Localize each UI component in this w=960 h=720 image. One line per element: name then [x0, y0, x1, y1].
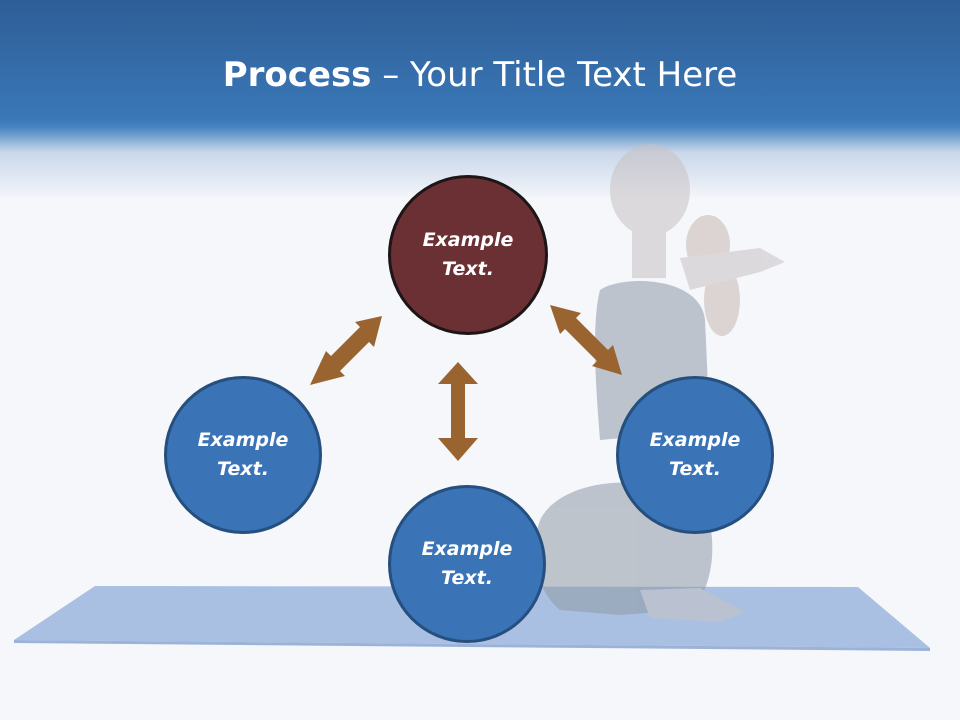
process-node-bottom: Example Text. — [388, 485, 546, 643]
node-label-line1: Example — [197, 429, 289, 451]
person-head — [610, 144, 690, 236]
yoga-person-silhouette — [535, 144, 785, 622]
node-label-line2: Text. — [442, 258, 494, 280]
person-feet — [640, 588, 745, 622]
person-neck — [632, 228, 666, 278]
node-label-line2: Text. — [441, 567, 493, 589]
process-node-top: Example Text. — [388, 175, 548, 335]
node-label-line2: Text. — [217, 458, 269, 480]
node-label-line1: Example — [422, 229, 514, 251]
arrow-vertical-icon — [438, 362, 478, 461]
process-node-right: Example Text. — [616, 376, 774, 534]
slide-title-rest: – Your Title Text Here — [371, 55, 738, 95]
slide-title: Process – Your Title Text Here — [0, 52, 960, 98]
process-node-left: Example Text. — [164, 376, 322, 534]
yoga-mat-edge — [14, 640, 930, 651]
arrows — [310, 305, 622, 461]
title-banner — [0, 0, 960, 200]
node-label-line1: Example — [421, 538, 513, 560]
person-arm — [680, 248, 785, 290]
node-label-line2: Text. — [669, 458, 721, 480]
arrow-top-right-icon — [550, 305, 622, 375]
arrow-top-left-icon — [310, 316, 382, 385]
node-label-line1: Example — [649, 429, 741, 451]
slide-title-bold: Process — [222, 55, 372, 95]
